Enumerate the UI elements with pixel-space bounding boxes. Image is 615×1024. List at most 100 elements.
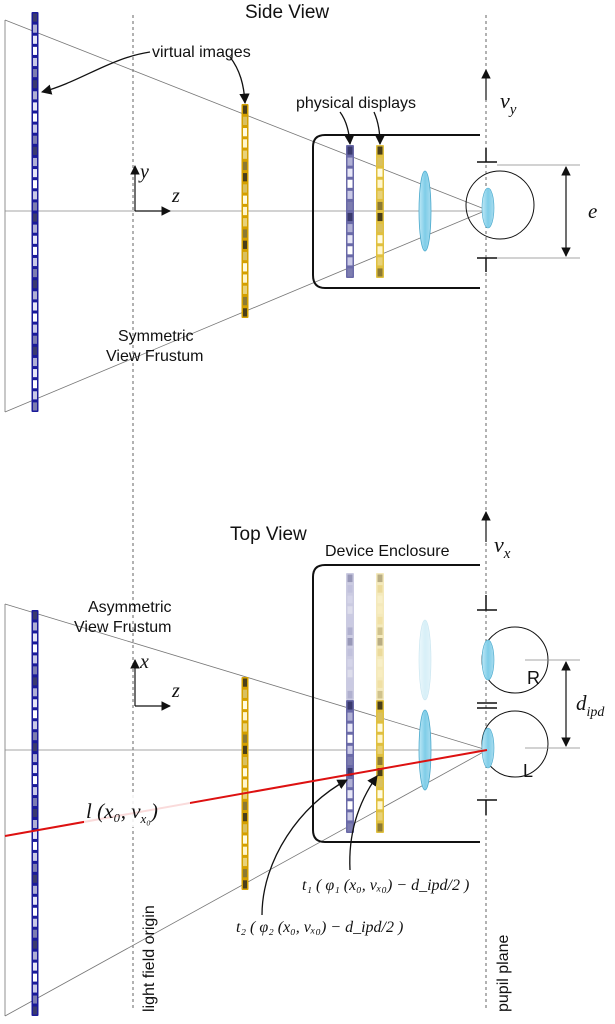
top-far-cell (33, 885, 37, 894)
side-far-cell (33, 180, 37, 189)
side-far-frame (31, 12, 39, 412)
side-near-cell (243, 251, 247, 261)
side-far-cell (33, 357, 37, 367)
top-phys-far-cell (347, 723, 353, 732)
top-axis-z-label: z (171, 680, 180, 702)
side-eye-lens (481, 187, 495, 229)
top-phys-near-faded-cell (377, 680, 383, 688)
top-far-cell (33, 841, 37, 850)
side-far-cell (33, 57, 37, 67)
top-phys-near-faded-cell (377, 595, 383, 604)
side-phys-near-cell (377, 190, 383, 199)
side-phys-far-cell (347, 168, 353, 177)
light-field-origin-label: light field origin (141, 905, 158, 1012)
top-near-cell (243, 835, 247, 844)
side-far-cell (33, 369, 37, 378)
side-far-cell (33, 80, 37, 89)
side-near-cell (243, 285, 247, 294)
top-near-cell (243, 869, 247, 878)
top-phys-far-faded-cell (347, 574, 353, 583)
side-near-virtual-image (241, 104, 249, 318)
side-far-cell (33, 102, 37, 111)
side-near-cell (243, 218, 247, 227)
top-far-cell (33, 622, 37, 631)
top-phys-near-cell (377, 701, 383, 710)
top-phys-near-cell (377, 812, 383, 821)
top-phys-near-cell (377, 756, 383, 765)
side-far-cell (33, 391, 37, 400)
side-phys-far-cell (347, 146, 353, 155)
symmetric-frustum-line1: Symmetric (118, 328, 194, 345)
side-far-cell (33, 280, 37, 289)
top-far-cell (33, 732, 37, 741)
top-phys-far-faded-cell (347, 616, 353, 625)
top-phys-far-faded-cell (347, 585, 353, 593)
t1-leader (349, 775, 378, 871)
side-near-cell (243, 240, 247, 249)
top-near-cell (243, 700, 247, 710)
top-phys-far-faded-cell (347, 627, 353, 635)
side-lens (418, 170, 432, 252)
nu-y-label: νy (500, 88, 517, 118)
side-near-cell (243, 206, 247, 216)
side-physical-display-near (376, 145, 384, 278)
top-far-cell (33, 951, 37, 960)
top-phys-near-faded-cell (377, 606, 383, 614)
side-phys-far-cell (347, 224, 353, 233)
top-phys-far-faded-cell (347, 669, 353, 678)
top-far-cell (33, 688, 37, 697)
side-far-cell (33, 269, 37, 278)
side-phys-near-cell (377, 246, 383, 255)
top-far-cell (33, 995, 37, 1004)
side-axis-y-label: y (138, 161, 149, 183)
top-far-cell (33, 644, 37, 653)
side-phys-far-frame (346, 145, 354, 278)
top-eye-right-lens (481, 639, 495, 681)
ray-label-main: l (x₀, ν (86, 799, 141, 823)
top-phys-far-cell (347, 790, 353, 799)
side-physical-display-far (346, 145, 354, 278)
top-phys-far-cell (347, 712, 353, 721)
side-phys-far-cell (347, 179, 353, 188)
top-far-cell (33, 710, 37, 719)
side-far-cell (33, 35, 37, 44)
side-far-cell (33, 46, 37, 55)
nu-y-subscript: y (508, 102, 517, 118)
device-enclosure-label: Device Enclosure (325, 543, 450, 560)
side-near-cell (243, 173, 247, 182)
top-far-virtual-image (31, 610, 39, 1016)
side-near-cell (243, 184, 247, 193)
side-phys-far-cell (347, 157, 353, 166)
side-eye (465, 170, 535, 240)
side-far-cell (33, 302, 37, 311)
top-physical-display-near (376, 573, 384, 833)
top-far-cell (33, 677, 37, 686)
top-far-cell (33, 962, 37, 971)
side-far-cell (33, 324, 37, 333)
top-far-cell (33, 699, 37, 708)
top-far-cell (33, 666, 37, 675)
top-near-cell (243, 880, 247, 889)
top-far-cell (33, 655, 37, 664)
top-near-cell (243, 846, 247, 855)
top-phys-near-faded-cell (377, 690, 383, 699)
side-device-enclosure (312, 134, 480, 289)
top-far-cell (33, 852, 37, 861)
side-phys-near-cell (377, 179, 383, 188)
top-far-cell (33, 765, 37, 774)
side-far-cell (33, 257, 37, 267)
top-phys-near-frame (376, 700, 384, 833)
nu-x-symbol: ν (494, 532, 504, 557)
side-phys-near-cell (377, 157, 383, 166)
side-phys-near-cell (377, 168, 383, 177)
top-phys-near-faded-cell (377, 669, 383, 678)
top-phys-far-faded-frame (346, 573, 354, 700)
side-near-cell (243, 274, 247, 283)
side-far-cell (33, 113, 37, 122)
pupil-plane-label: pupil plane (495, 935, 512, 1013)
side-far-cell (33, 346, 37, 355)
top-view-title: Top View (230, 524, 307, 545)
top-phys-near-cell (377, 790, 383, 799)
top-far-cell (33, 776, 37, 785)
